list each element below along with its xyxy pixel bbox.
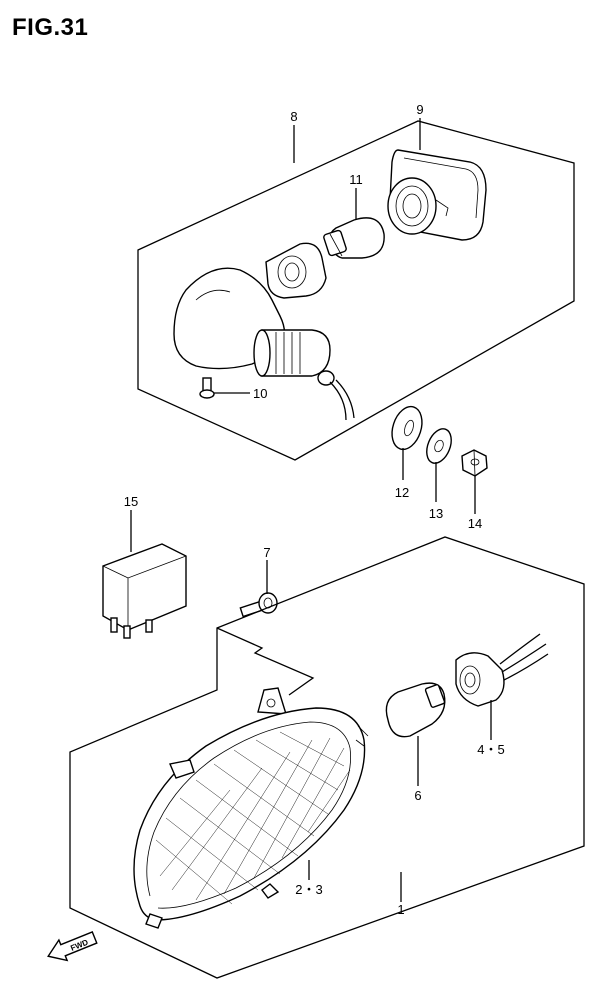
- callout-1: 1: [397, 902, 404, 917]
- leader-lines: [130, 118, 492, 902]
- front-direction-arrow: FWD: [47, 931, 98, 962]
- callout-11: 11: [349, 172, 363, 187]
- bolt-reference-line: [216, 627, 315, 696]
- turn-signal-assembly-outline: [137, 120, 575, 461]
- callout-4-5: 4・5: [477, 742, 504, 757]
- relay-part-15: [102, 543, 187, 639]
- callout-14: 14: [468, 516, 482, 531]
- front-turn-signal-outline: [69, 536, 585, 979]
- callout-9: 9: [416, 102, 423, 117]
- socket-part-4-5: [455, 633, 549, 707]
- housing-part: [173, 242, 355, 421]
- callout-13: 13: [429, 506, 443, 521]
- callout-15: 15: [124, 494, 138, 509]
- bolt-part-7: [239, 592, 278, 618]
- lens-holder-part: [387, 149, 487, 241]
- callout-8: 8: [290, 109, 297, 124]
- screw-part-10: [199, 377, 215, 399]
- lens-housing-part: [133, 687, 369, 929]
- callout-7: 7: [263, 545, 270, 560]
- callout-10: 10: [253, 386, 267, 401]
- bulb-part-11: [323, 217, 385, 259]
- figure-title: FIG.31: [12, 14, 89, 41]
- grommet-part-12: [391, 405, 423, 451]
- callout-2-3: 2・3: [295, 882, 322, 897]
- washer-part-13: [426, 428, 452, 464]
- callout-12: 12: [395, 485, 409, 500]
- callout-labels: 8 9 11 10 12 13 14 15 7 4・5 6 2・3 1: [124, 102, 505, 917]
- callout-6: 6: [414, 788, 421, 803]
- nut-part-14: [461, 449, 488, 477]
- bulb-part-6: [385, 682, 446, 738]
